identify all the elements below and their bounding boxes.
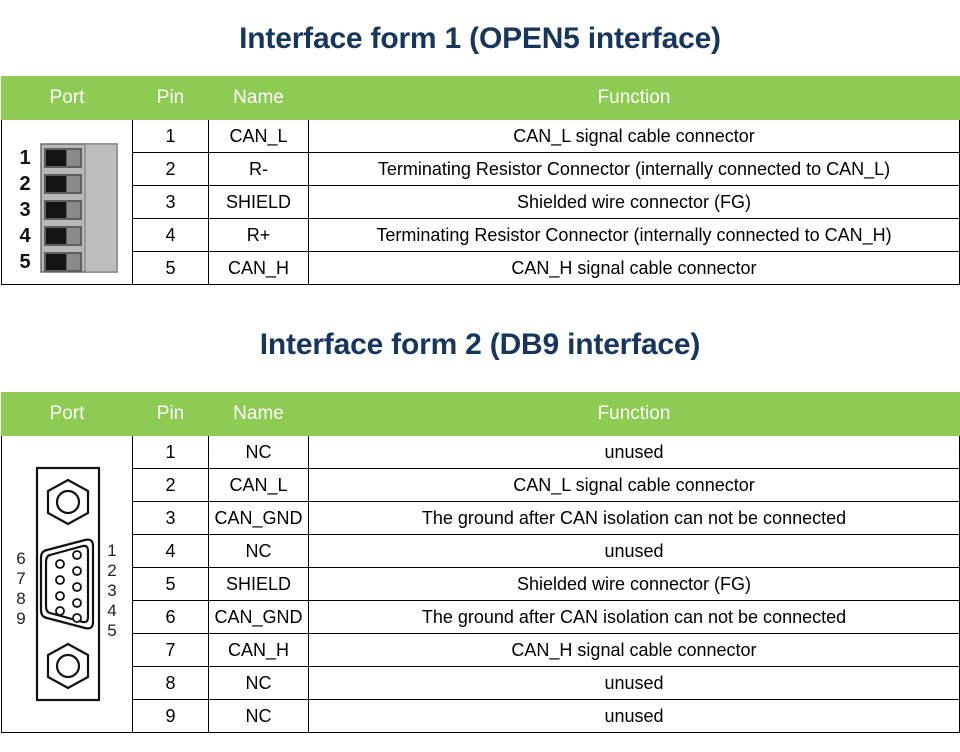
svg-text:1: 1 (107, 541, 116, 560)
cell-pin: 9 (132, 699, 209, 733)
column-header-pin: Pin (132, 76, 209, 120)
svg-text:2: 2 (19, 173, 30, 195)
cell-pin: 4 (132, 534, 209, 568)
table-row: 8 NC unused (2, 666, 960, 700)
svg-text:7: 7 (16, 569, 25, 588)
open5-terminal-block-image: 1 2 3 4 5 (2, 127, 132, 277)
svg-text:4: 4 (107, 601, 116, 620)
cell-name: NC (208, 534, 309, 568)
svg-text:3: 3 (107, 581, 116, 600)
table-header-row: Port Pin Name Function (1, 392, 960, 436)
cell-pin: 2 (132, 152, 209, 186)
cell-function: unused (308, 699, 960, 733)
cell-pin: 6 (132, 600, 209, 634)
cell-name: CAN_H (208, 633, 309, 667)
pinout-table-db9: Port Pin Name Function (1, 392, 960, 733)
cell-function: CAN_H signal cable connector (308, 251, 960, 285)
svg-text:6: 6 (16, 549, 25, 568)
cell-pin: 4 (132, 218, 209, 252)
port-connector-cell: 6 7 8 9 1 2 3 4 5 (1, 435, 133, 733)
cell-function: unused (308, 534, 960, 568)
table-row: 2 R- Terminating Resistor Connector (int… (2, 152, 960, 186)
cell-pin: 1 (132, 435, 209, 469)
table-row: 3 SHIELD Shielded wire connector (FG) (2, 185, 960, 219)
cell-function: The ground after CAN isolation can not b… (308, 600, 960, 634)
page-title-interface-form-2: Interface form 2 (DB9 interface) (259, 328, 701, 361)
table-row: 5 SHIELD Shielded wire connector (FG) (2, 567, 960, 601)
column-header-function: Function (308, 392, 960, 436)
table-row: 4 NC unused (2, 534, 960, 568)
table-row: 9 NC unused (2, 699, 960, 733)
pinout-table-open5: Port Pin Name Function 1 2 3 (1, 76, 960, 285)
table-row: 3 CAN_GND The ground after CAN isolation… (2, 501, 960, 535)
cell-function: CAN_L signal cable connector (308, 119, 960, 153)
svg-text:8: 8 (16, 589, 25, 608)
cell-function: The ground after CAN isolation can not b… (308, 501, 960, 535)
column-header-name: Name (208, 76, 309, 120)
db9-connector-image: 6 7 8 9 1 2 3 4 5 (2, 454, 132, 714)
cell-function: Terminating Resistor Connector (internal… (308, 152, 960, 186)
column-header-port: Port (1, 76, 133, 120)
cell-name: R+ (208, 218, 309, 252)
column-header-function: Function (308, 76, 960, 120)
cell-name: CAN_L (208, 468, 309, 502)
table-row: 4 R+ Terminating Resistor Connector (int… (2, 218, 960, 252)
column-header-port: Port (1, 392, 133, 436)
cell-name: SHIELD (208, 185, 309, 219)
cell-name: CAN_GND (208, 600, 309, 634)
svg-text:5: 5 (19, 251, 30, 273)
cell-pin: 5 (132, 251, 209, 285)
column-header-name: Name (208, 392, 309, 436)
cell-name: NC (208, 435, 309, 469)
cell-pin: 5 (132, 567, 209, 601)
cell-pin: 8 (132, 666, 209, 700)
cell-name: CAN_GND (208, 501, 309, 535)
svg-text:3: 3 (19, 199, 30, 221)
table-row: 1 2 3 4 5 (1, 119, 960, 285)
cell-pin: 2 (132, 468, 209, 502)
table-row: 7 CAN_H CAN_H signal cable connector (2, 633, 960, 667)
svg-text:5: 5 (107, 621, 116, 640)
cell-function: Shielded wire connector (FG) (308, 185, 960, 219)
cell-name: NC (208, 666, 309, 700)
port-connector-cell: 1 2 3 4 5 (1, 119, 133, 285)
table-row: 6 CAN_GND The ground after CAN isolation… (2, 600, 960, 634)
cell-function: Shielded wire connector (FG) (308, 567, 960, 601)
cell-name: CAN_L (208, 119, 309, 153)
cell-function: CAN_H signal cable connector (308, 633, 960, 667)
cell-name: CAN_H (208, 251, 309, 285)
cell-name: SHIELD (208, 567, 309, 601)
table-header-row: Port Pin Name Function (1, 76, 960, 120)
cell-function: unused (308, 666, 960, 700)
page-title-interface-form-1: Interface form 1 (OPEN5 interface) (239, 22, 721, 55)
cell-pin: 7 (132, 633, 209, 667)
cell-function: Terminating Resistor Connector (internal… (308, 218, 960, 252)
svg-text:1: 1 (19, 147, 30, 169)
table-row: 5 CAN_H CAN_H signal cable connector (2, 251, 960, 285)
table-row: 6 7 8 9 1 2 3 4 5 (1, 435, 960, 733)
svg-text:2: 2 (107, 561, 116, 580)
cell-name: NC (208, 699, 309, 733)
cell-pin: 3 (132, 185, 209, 219)
column-header-pin: Pin (132, 392, 209, 436)
table-row: 2 CAN_L CAN_L signal cable connector (2, 468, 960, 502)
svg-text:4: 4 (19, 225, 31, 247)
svg-text:9: 9 (16, 609, 25, 628)
cell-pin: 1 (132, 119, 209, 153)
cell-function: unused (308, 435, 960, 469)
cell-function: CAN_L signal cable connector (308, 468, 960, 502)
cell-pin: 3 (132, 501, 209, 535)
cell-name: R- (208, 152, 309, 186)
